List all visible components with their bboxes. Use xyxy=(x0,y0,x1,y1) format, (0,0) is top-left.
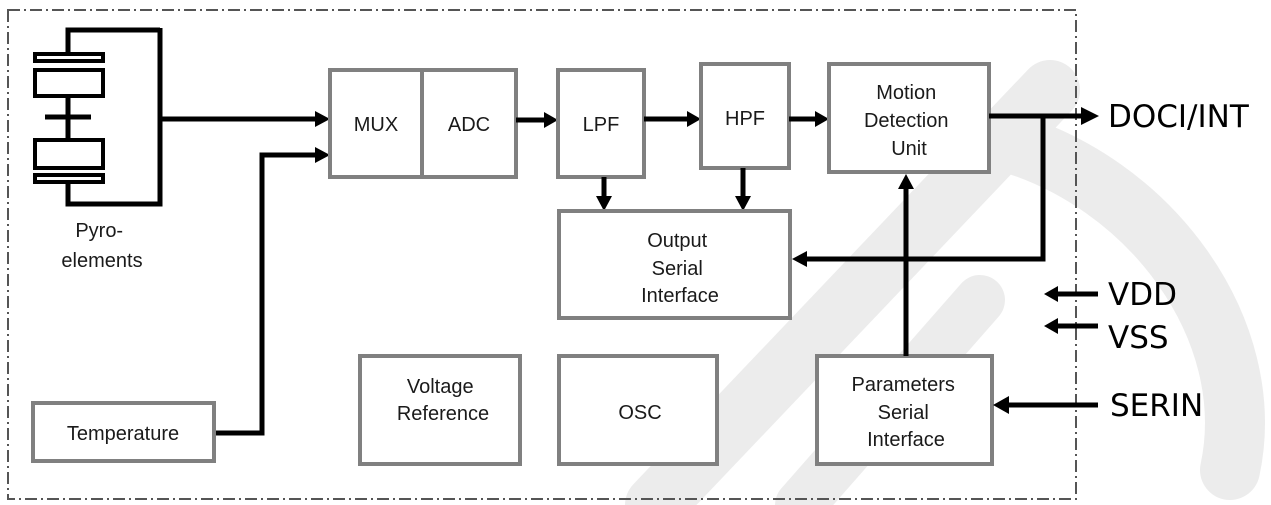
pin-doci-int: DOCI/INT xyxy=(1108,99,1250,135)
motion-detection-label: Motion Detection Unit xyxy=(864,82,954,160)
feedback-wire xyxy=(806,116,1046,262)
arrowhead xyxy=(1081,107,1099,125)
temp-to-mux-wire xyxy=(214,152,316,436)
osc-block xyxy=(557,354,719,466)
mux-block xyxy=(328,68,424,179)
pin-vss: VSS xyxy=(1108,320,1169,356)
arrowhead xyxy=(815,111,829,127)
arrowhead xyxy=(1044,318,1058,334)
adc-block xyxy=(420,68,518,179)
arrowhead xyxy=(735,196,751,211)
lpf-block xyxy=(556,68,646,179)
arrowhead xyxy=(687,111,701,127)
output-serial-label: Output Serial Interface xyxy=(641,230,719,307)
pyro-elements-symbol xyxy=(33,27,163,207)
lpf-label: LPF xyxy=(583,114,620,136)
temperature-label: Temperature xyxy=(67,423,179,445)
arrowhead xyxy=(898,174,914,189)
pyro-label: Pyro- elements xyxy=(61,220,142,272)
motion-detection-block xyxy=(827,62,991,174)
mux-label: MUX xyxy=(354,114,398,136)
parameters-serial-label: Parameters Serial Interface xyxy=(852,374,961,451)
hpf-label: HPF xyxy=(725,108,765,130)
voltage-reference-block xyxy=(358,354,522,466)
arrowhead xyxy=(544,112,558,128)
arrowhead xyxy=(596,196,612,211)
arrowhead xyxy=(792,251,807,267)
osc-label: OSC xyxy=(618,402,661,424)
pin-serin: SERIN xyxy=(1110,388,1203,424)
adc-label: ADC xyxy=(448,114,490,136)
chip-boundary xyxy=(7,9,1077,500)
parameters-serial-block xyxy=(815,354,994,466)
arrowhead xyxy=(315,111,330,127)
voltage-reference-label: Voltage Reference xyxy=(397,376,489,425)
arrowhead xyxy=(1044,286,1058,302)
arrowhead xyxy=(993,396,1009,414)
pin-vdd: VDD xyxy=(1108,277,1177,313)
temperature-block xyxy=(31,401,216,463)
output-serial-block xyxy=(557,209,792,320)
arrowhead xyxy=(315,147,330,163)
